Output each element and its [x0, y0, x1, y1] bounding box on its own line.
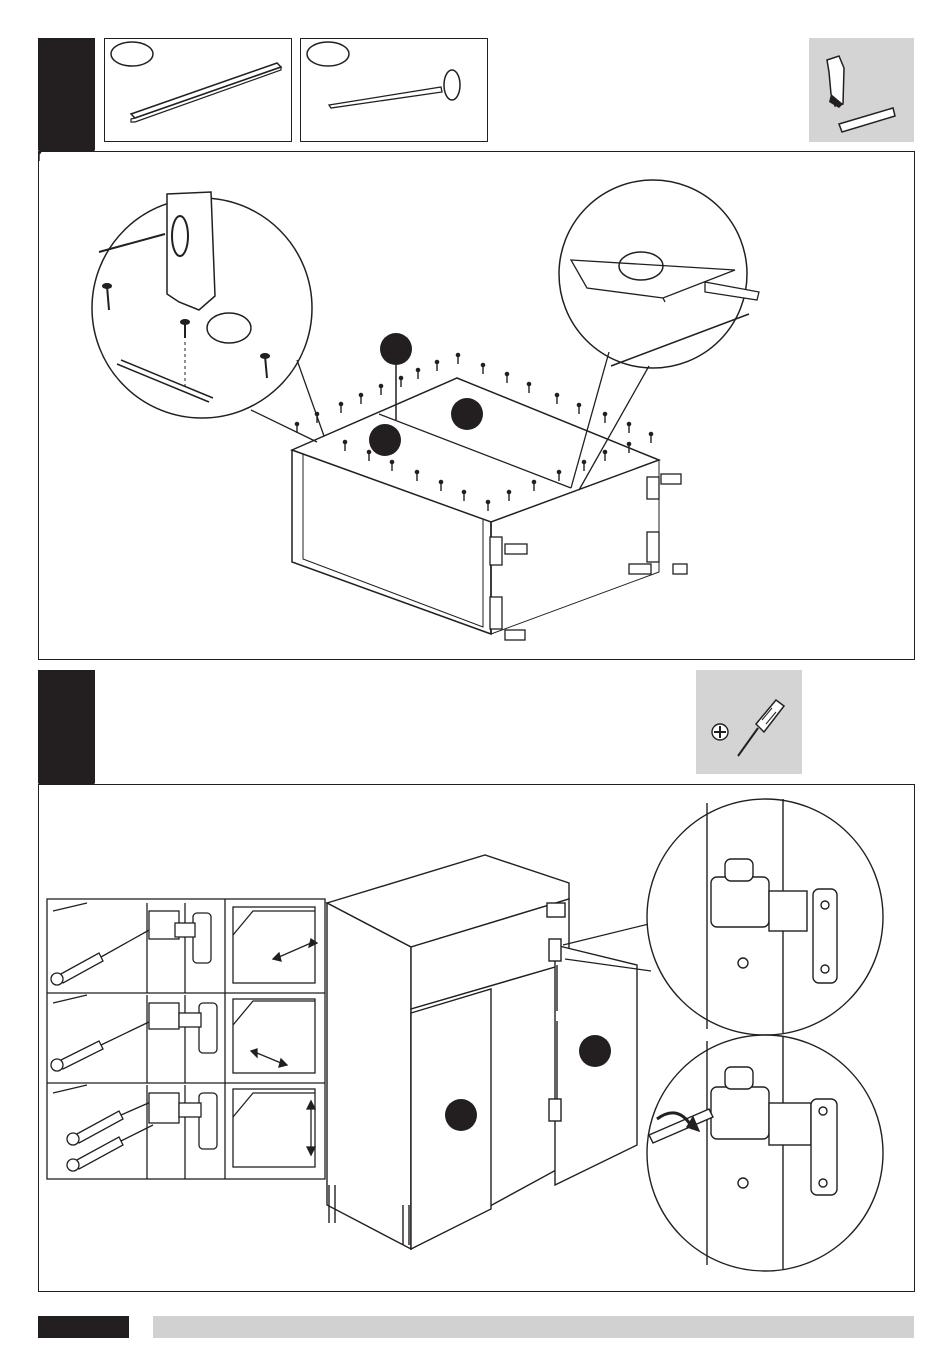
step-1-marker — [38, 38, 95, 150]
hinge-side-adjustment-icon — [51, 903, 317, 993]
footer-bar — [153, 1316, 914, 1338]
phillips-screwdriver-icon — [696, 670, 802, 774]
step-1-illustration-panel — [38, 151, 915, 660]
nail-icon — [301, 39, 487, 141]
tool-hammer — [809, 38, 914, 142]
footer-page-number-bar — [38, 1316, 129, 1338]
part-nail — [300, 38, 488, 142]
hinge-detail-upper — [647, 799, 883, 1035]
hinge-depth-adjustment-icon — [51, 995, 315, 1083]
tool-screwdriver — [696, 670, 802, 774]
hinge-detail-lower — [647, 1035, 883, 1271]
part-back-panel-strip — [104, 38, 292, 142]
cabinet-back-nailing-illustration — [39, 152, 914, 659]
hinge-height-adjustment-icon — [53, 1085, 315, 1179]
step-2-marker — [38, 670, 95, 783]
step-2-illustration-panel — [38, 784, 915, 1292]
hammer-icon — [809, 38, 914, 142]
back-panel-strip-icon — [105, 39, 291, 141]
hinge-adjustment-illustration — [39, 785, 914, 1291]
